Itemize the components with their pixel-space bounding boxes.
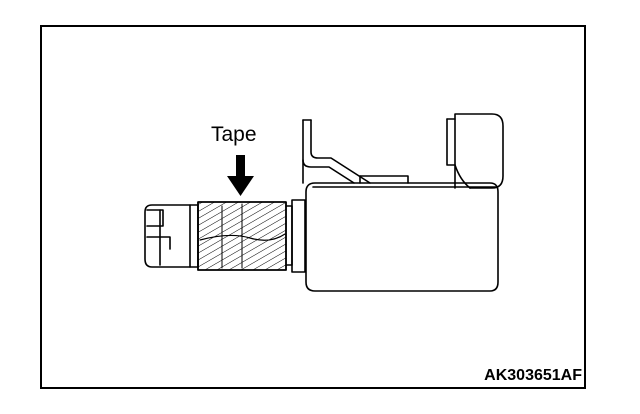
figure-frame [40,25,586,389]
electrical-connector [446,113,504,189]
tape-label: Tape [211,123,257,146]
solenoid-body [305,182,499,292]
tape-callout-arrow [227,155,254,196]
valve-tip [144,204,191,268]
valve-collar [285,199,306,273]
figure-id: AK303651AF [484,367,582,384]
mounting-bracket [302,119,409,184]
tape-wrapped-section [189,201,287,271]
